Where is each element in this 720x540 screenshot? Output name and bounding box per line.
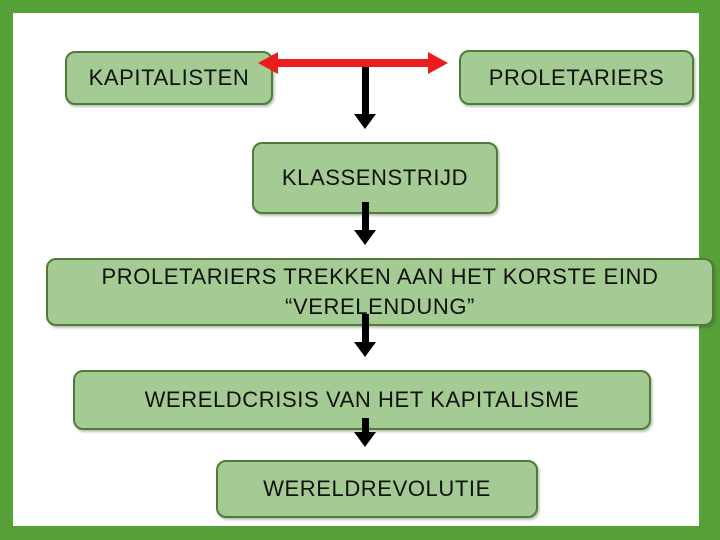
down-arrow-icon [354, 418, 376, 447]
node-verelendung: PROLETARIERS TREKKEN AAN HET KORSTE EIND… [46, 258, 714, 326]
slide-canvas: KAPITALISTEN PROLETARIERS KLASSENSTRIJD … [13, 13, 714, 526]
node-proletariers-label: PROLETARIERS [488, 64, 665, 90]
node-proletariers: PROLETARIERS [459, 50, 694, 105]
arrow-head [354, 114, 376, 129]
node-verelendung-line2: “VERELENDUNG” [285, 294, 475, 319]
node-kapitalisten: KAPITALISTEN [65, 51, 273, 105]
node-kapitalisten-label: KAPITALISTEN [88, 65, 250, 90]
arrow-head [354, 432, 376, 447]
down-arrow-icon [354, 63, 376, 129]
down-arrow-icon [354, 314, 376, 357]
node-klassenstrijd: KLASSENSTRIJD [252, 142, 498, 214]
down-arrow-icon [354, 202, 376, 245]
arrow-shaft [361, 314, 369, 342]
node-klassenstrijd-label: KLASSENSTRIJD [281, 165, 469, 190]
arrow-shaft [361, 63, 369, 114]
node-wereldcrisis-label: WERELDCRISIS VAN HET KAPITALISME [144, 387, 580, 412]
arrow-head [354, 342, 376, 357]
node-verelendung-line1: PROLETARIERS TREKKEN AAN HET KORSTE EIND [101, 264, 659, 289]
arrow-head [354, 230, 376, 245]
node-wereldrevolutie: WERELDREVOLUTIE [216, 460, 538, 518]
node-wereldrevolutie-label: WERELDREVOLUTIE [263, 476, 491, 501]
double-arrow-icon [258, 52, 448, 74]
arrow-shaft [361, 202, 369, 230]
arrow-shaft [361, 418, 369, 432]
